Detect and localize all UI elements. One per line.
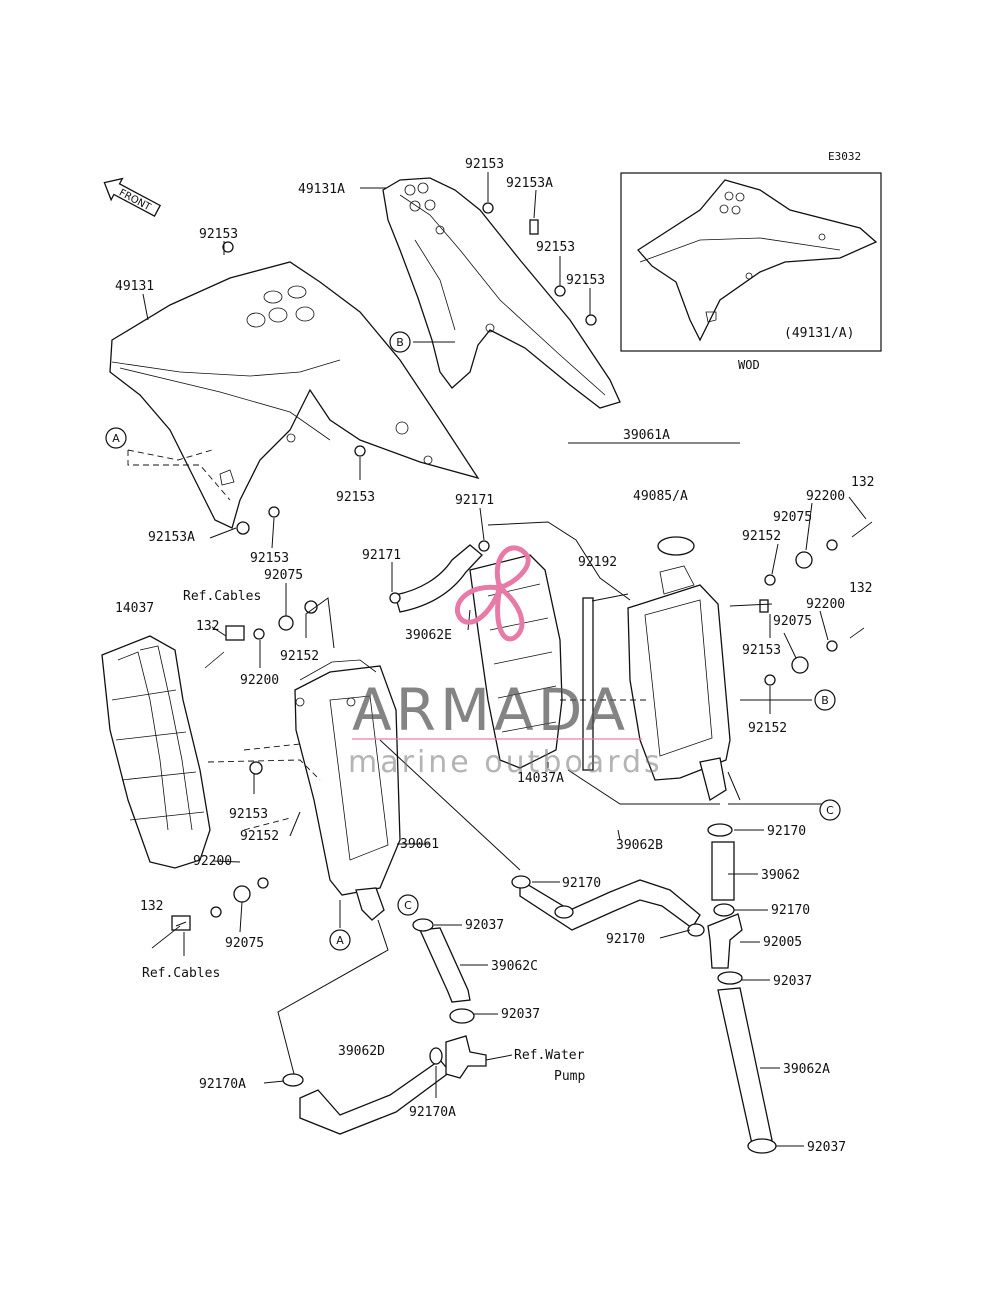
part-label: 92153A (148, 530, 195, 545)
part-label: 39062A (783, 1062, 830, 1077)
part-label: Pump (554, 1069, 585, 1084)
part-label: 49131 (115, 279, 154, 294)
part-label: 92153 (336, 490, 375, 505)
radiator-guard-left (101, 635, 211, 869)
inset-box: (49131/A) WOD (620, 172, 882, 372)
joint-92005 (707, 913, 743, 969)
part-label: 92171 (455, 493, 494, 508)
part-label: 92170 (562, 876, 601, 891)
radiator-shroud-left (109, 261, 480, 529)
part-label: 132 (140, 899, 163, 914)
radiator-guard-center (469, 554, 563, 769)
part-label: 132 (196, 619, 219, 634)
part-label: 92075 (264, 568, 303, 583)
svg-text:A: A (336, 934, 344, 947)
inset-shroud-outline (637, 179, 878, 342)
svg-text:A: A (112, 432, 120, 445)
part-label: 39062E (405, 628, 452, 643)
part-label: Ref.Water (514, 1048, 585, 1063)
part-label: 92153 (566, 273, 605, 288)
part-label: Ref.Cables (142, 966, 220, 981)
part-label: 92153 (465, 157, 504, 172)
part-label: 92200 (806, 597, 845, 612)
part-label: 92075 (225, 936, 264, 951)
leader-lines (127, 172, 867, 1147)
hardware (151, 202, 873, 1154)
part-label: 92153 (199, 227, 238, 242)
part-label: 92153 (742, 643, 781, 658)
part-label: 92170A (199, 1077, 246, 1092)
radiator-cap (657, 536, 695, 556)
part-label: 92075 (773, 510, 812, 525)
callout-c-bottom: C (397, 894, 419, 916)
propeller-logo-icon (455, 545, 531, 642)
callout-c-right: C (819, 799, 841, 821)
part-label: 49085/A (633, 489, 688, 504)
part-label: 92075 (773, 614, 812, 629)
part-label: 39061 (400, 837, 439, 852)
joint-water-pump (445, 1035, 487, 1079)
svg-text:B: B (821, 694, 829, 707)
callout-a-top: A (105, 427, 127, 449)
watermark: ARMADA marine outboards (348, 545, 663, 780)
part-label: 92200 (240, 673, 279, 688)
part-label: 92170 (771, 903, 810, 918)
part-label: 92153 (229, 807, 268, 822)
part-label: 92153A (506, 176, 553, 191)
part-label: 14037A (517, 771, 564, 786)
hose-39062B (519, 878, 701, 931)
part-label: 92192 (578, 555, 617, 570)
part-label: 92005 (763, 935, 802, 950)
front-arrow-icon: FRONT (103, 177, 162, 217)
hose-39062D (299, 1059, 451, 1135)
part-label: 92152 (742, 529, 781, 544)
part-labels: 49131A 92153 92153A 92153 92153 92153 49… (115, 157, 874, 1155)
svg-text:C: C (404, 899, 412, 912)
part-label: 92037 (773, 974, 812, 989)
part-label: 92171 (362, 548, 401, 563)
part-label: 92170 (606, 932, 645, 947)
callout-b-right: B (814, 689, 836, 711)
part-label: 92152 (280, 649, 319, 664)
part-label: 92200 (193, 854, 232, 869)
svg-text:C: C (826, 804, 834, 817)
hose-39062 (711, 841, 735, 901)
inset-caption: WOD (738, 358, 760, 372)
part-label: 92037 (465, 918, 504, 933)
part-label: 39062B (616, 838, 663, 853)
hose-39062A (717, 987, 773, 1145)
part-label: 92037 (501, 1007, 540, 1022)
part-label: 132 (851, 475, 874, 490)
watermark-tagline: marine outboards (348, 745, 663, 780)
part-label: 92170 (767, 824, 806, 839)
part-label: 92153 (250, 551, 289, 566)
callout-a-bottom: A (329, 929, 351, 951)
part-label: 92200 (806, 489, 845, 504)
part-label: 92170A (409, 1105, 456, 1120)
inset-model-label: (49131/A) (784, 326, 854, 341)
part-label: 132 (849, 581, 872, 596)
part-label: 49131A (298, 182, 345, 197)
part-label: 39062C (491, 959, 538, 974)
part-label: 39062 (761, 868, 800, 883)
radiator-left (294, 659, 401, 921)
part-label: Ref.Cables (183, 589, 261, 604)
part-label: 92152 (748, 721, 787, 736)
part-label: 14037 (115, 601, 154, 616)
part-label: 39061A (623, 428, 670, 443)
part-label: 39062D (338, 1044, 385, 1059)
radiator-shroud-right (382, 177, 621, 409)
diagram-code: E3032 (828, 150, 861, 163)
radiator-right (627, 536, 731, 802)
part-label: 92037 (807, 1140, 846, 1155)
part-label: 92152 (240, 829, 279, 844)
watermark-brand: ARMADA (352, 676, 629, 744)
hose-39062E (394, 544, 483, 613)
part-label: 92153 (536, 240, 575, 255)
svg-text:B: B (396, 336, 404, 349)
callout-b-top: B (389, 331, 411, 353)
hose-39062C (419, 927, 471, 1003)
